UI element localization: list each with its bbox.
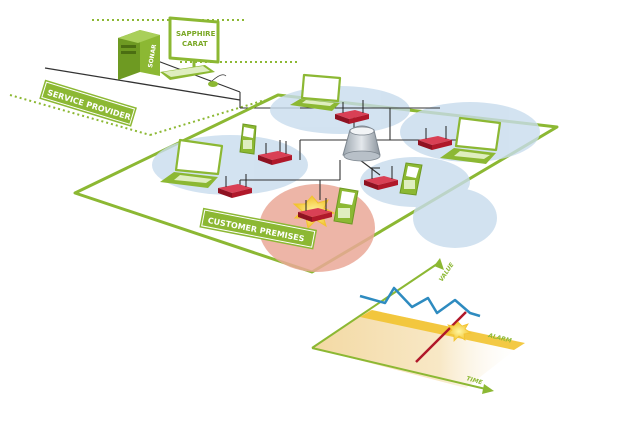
service-provider-label: SERVICE PROVIDER — [39, 79, 137, 127]
x-axis-line — [311, 347, 491, 391]
trend-line — [359, 286, 481, 318]
x-axis-label: TIME — [465, 375, 484, 386]
alarm-band — [360, 310, 525, 350]
mobile-phone-icon — [399, 162, 423, 196]
router-icon — [258, 141, 292, 165]
value-over-time-graph: VALUE TIME ALARM — [311, 258, 525, 394]
y-axis-arrow — [434, 258, 444, 270]
graph-panel — [312, 310, 525, 388]
sensor-dome-icon — [342, 125, 381, 162]
alarm-trigger-icon — [446, 321, 473, 342]
sonar-server: SONAR — [118, 30, 160, 80]
alarm-drop-line — [415, 311, 467, 363]
server-label: SONAR — [147, 43, 158, 68]
mouse-icon — [208, 81, 218, 87]
x-axis-arrow — [482, 384, 494, 394]
router-icon — [418, 126, 452, 150]
router-icon — [218, 174, 252, 198]
faulty-router-icon — [298, 198, 332, 222]
mobile-phone-icon — [239, 123, 257, 155]
router-icon — [364, 166, 398, 190]
sapphire-carat-workstation: SAPPHIRE CARAT — [160, 16, 227, 87]
router-icon — [335, 100, 369, 124]
monitor-line-1: SAPPHIRE — [176, 30, 216, 38]
customer-premises-frame — [73, 93, 559, 274]
laptop-icon — [160, 138, 224, 188]
laptop-icon — [290, 73, 342, 111]
monitor-line-2: CARAT — [182, 40, 208, 48]
laptop-icon — [440, 116, 502, 164]
y-axis-line — [311, 261, 441, 349]
mobile-phone-icon — [333, 187, 359, 225]
